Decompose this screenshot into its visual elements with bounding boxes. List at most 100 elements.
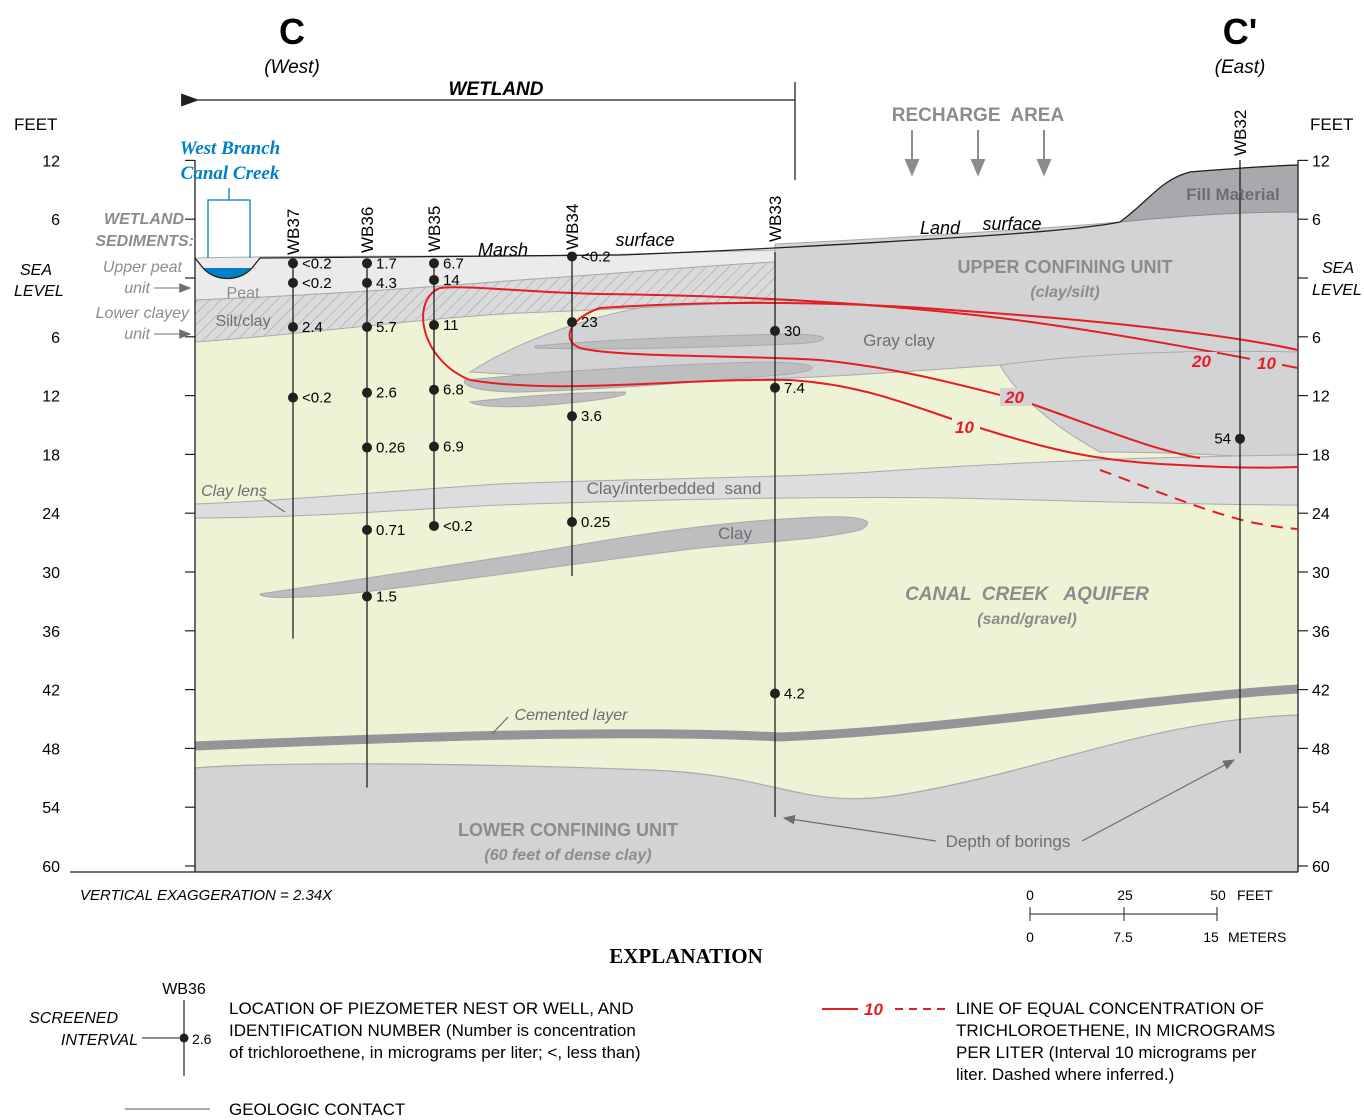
axis-tick-label: 24 [42,506,60,523]
creek-bracket [207,188,251,258]
sample-value: 54 [1214,431,1231,448]
clay-label: Clay [718,524,753,543]
cemented-layer-label: Cemented layer [515,707,629,724]
legend-well-id: WB36 [162,981,206,998]
depth-borings-pointer-east [1081,759,1236,842]
explanation-title: EXPLANATION [609,944,763,968]
legend-line-desc-1: LINE OF EQUAL CONCENTRATION OF [956,999,1264,1018]
upper-confining-label: UPPER CONFINING UNIT [957,257,1172,277]
axis-tick-label: 54 [42,800,60,817]
fill-material-label: Fill Material [1186,185,1280,204]
legend-contour: 10 LINE OF EQUAL CONCENTRATION OF TRICHL… [822,999,1275,1084]
level-label-right: LEVEL [1312,282,1362,299]
land-surface-line [194,164,1299,280]
gray-clay-label: Gray clay [863,331,935,350]
upper-confining-sublabel: (clay/silt) [1030,284,1099,301]
scale-feet-25: 25 [1117,887,1133,903]
section-west-direction: (West) [264,57,320,78]
sample-value: <0.2 [443,518,473,535]
scale-m-75: 7.5 [1113,929,1133,945]
sample-point [567,411,577,422]
sample-point [429,258,439,269]
contour-labels: 20 10 20 10 [952,352,1282,437]
legend-well-desc-3: of trichloroethene, in micrograms per li… [229,1043,640,1062]
gray-clay-finger [468,391,626,408]
clay-lens-lower [259,516,868,598]
recharge-arrows [904,130,1052,177]
legend-line-desc-4: liter. Dashed where inferred.) [956,1065,1174,1084]
axis-tick-label: 60 [42,859,60,876]
legend-line-desc-3: PER LITER (Interval 10 micrograms per [956,1043,1257,1062]
axis-tick-label: 6 [51,330,60,347]
well-id-label: WB34 [563,204,582,250]
axis-tick-label: 30 [42,565,60,582]
legend-contour-label: 10 [864,1000,883,1019]
depth-of-borings-label: Depth of borings [946,832,1071,851]
sample-point [429,320,439,331]
axis-tick-label: 12 [1312,389,1330,406]
depth-borings-pointer-west [782,814,937,842]
legend-well: WB36 2.6 SCREENED INTERVAL LOCATION OF P… [29,981,640,1076]
aquifer-sublabel: (sand/gravel) [977,611,1077,628]
scale-feet-unit: FEET [1237,887,1273,903]
land-surface-label: surface [982,214,1041,234]
section-east-letter: C' [1223,11,1258,52]
well-wb37: WB37<0.2<0.22.4<0.2 [284,209,332,639]
sample-point [362,322,372,332]
sample-value: 2.4 [302,319,323,336]
axis-tick-label: 48 [42,741,60,758]
axis-tick-label: 42 [1312,683,1330,700]
section-east-direction: (East) [1215,57,1266,78]
sample-point [429,441,439,452]
wetland-sediments-label-1: WETLAND [104,211,184,228]
axis-tick-label: 12 [1312,153,1330,170]
sample-point [429,274,439,285]
legend-well-desc-2: IDENTIFICATION NUMBER (Number is concent… [229,1021,636,1040]
sample-point [362,442,372,453]
legend-screened-2: INTERVAL [61,1032,138,1049]
sample-point [288,392,298,403]
feet-label-right: FEET [1310,115,1353,134]
lower-confining-sublabel: (60 feet of dense clay) [484,847,651,864]
axis-tick-label: 36 [42,624,60,641]
section-west-letter: C [279,11,305,52]
sample-point [567,517,577,528]
peat-label: Peat [227,285,260,302]
sample-value: 14 [443,272,460,289]
scale-feet-0: 0 [1026,887,1034,903]
sample-value: 0.26 [376,440,405,457]
sample-point [288,258,298,269]
sample-point [770,382,780,393]
gray-clay-lower [463,361,813,393]
west-branch-label: West Branch [180,138,280,159]
sample-value: 5.7 [376,319,397,336]
cemented-layer [194,684,1299,751]
scale-feet-50: 50 [1210,887,1226,903]
sample-value: <0.2 [302,255,332,272]
axis-tick-label: 12 [42,389,60,406]
sample-point [429,520,439,531]
sample-value: 30 [784,323,801,340]
well-id-label: WB36 [358,207,377,253]
sample-value: 0.71 [376,522,405,539]
legend-well-value: 2.6 [192,1031,212,1047]
gray-clay-lens [534,333,825,350]
axis-tick-label: 6 [1312,212,1321,229]
recharge-area-label: RECHARGE AREA [892,105,1065,126]
clay-lens-pointer [261,496,286,513]
lower-clayey-label-2: unit [124,326,150,343]
sample-value: 6.8 [443,382,464,399]
sample-value: 7.4 [784,380,805,397]
axis-tick-label: 6 [1312,330,1321,347]
axis-tick-label: 24 [1312,506,1330,523]
scale-m-unit: METERS [1228,929,1286,945]
sample-point [429,384,439,395]
lower-confining-unit [194,714,1299,873]
sample-value: <0.2 [302,390,332,407]
